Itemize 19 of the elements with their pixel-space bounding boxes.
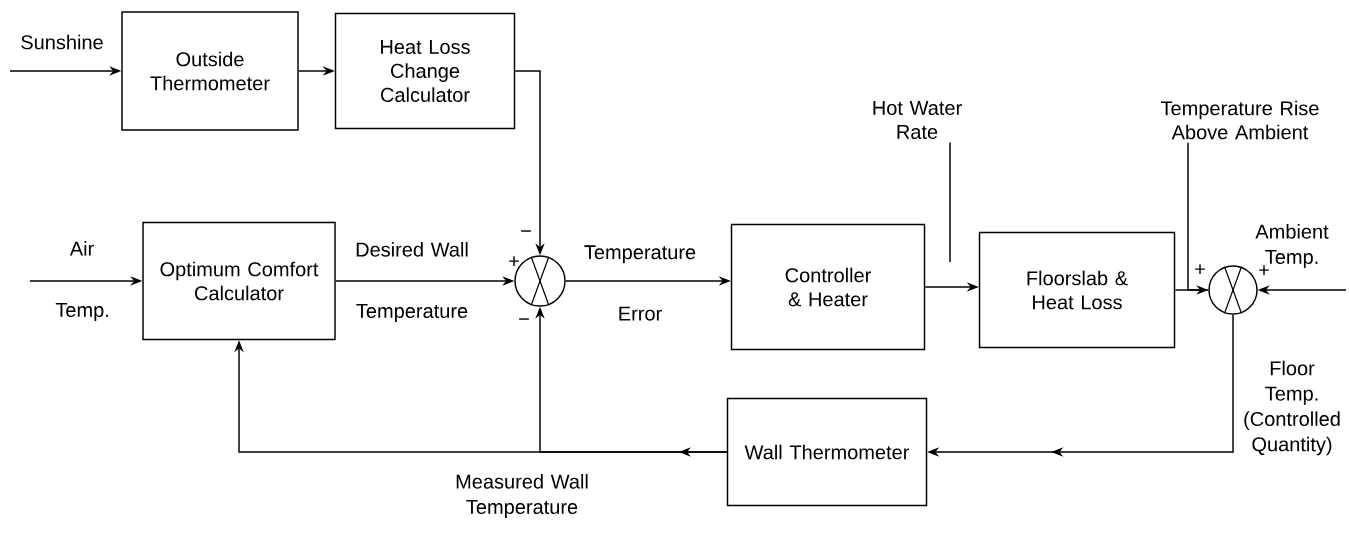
edge-label: Desired Wall Temperature: [356, 242, 468, 322]
edge-label: Measured Wall Temperature: [456, 474, 588, 518]
process-box: Optimum Comfort Calculator: [142, 221, 336, 341]
edge-label: Sunshine: [21, 34, 103, 50]
sign-label: −: [519, 318, 529, 320]
process-box: Controller & Heater: [730, 223, 926, 351]
process-box: Floorslab & Heat Loss: [978, 231, 1176, 349]
input-label: Temperature Rise Above Ambient: [1160, 100, 1319, 140]
process-box: Heat Loss Change Calculator: [334, 12, 516, 130]
edge-label: Temperature Error: [584, 245, 696, 321]
edge-label: Air Temp.: [55, 241, 108, 321]
sign-label: −: [521, 230, 531, 232]
process-box: Outside Thermometer: [121, 11, 299, 131]
sign-label: +: [509, 256, 519, 266]
input-label: Hot Water Rate: [873, 101, 962, 139]
summing-junction: [1208, 265, 1258, 315]
sign-label: +: [1195, 264, 1205, 274]
process-box: Wall Thermometer: [726, 397, 928, 507]
edge-label: Floor Temp. (Controlled Quantity): [1244, 360, 1340, 456]
